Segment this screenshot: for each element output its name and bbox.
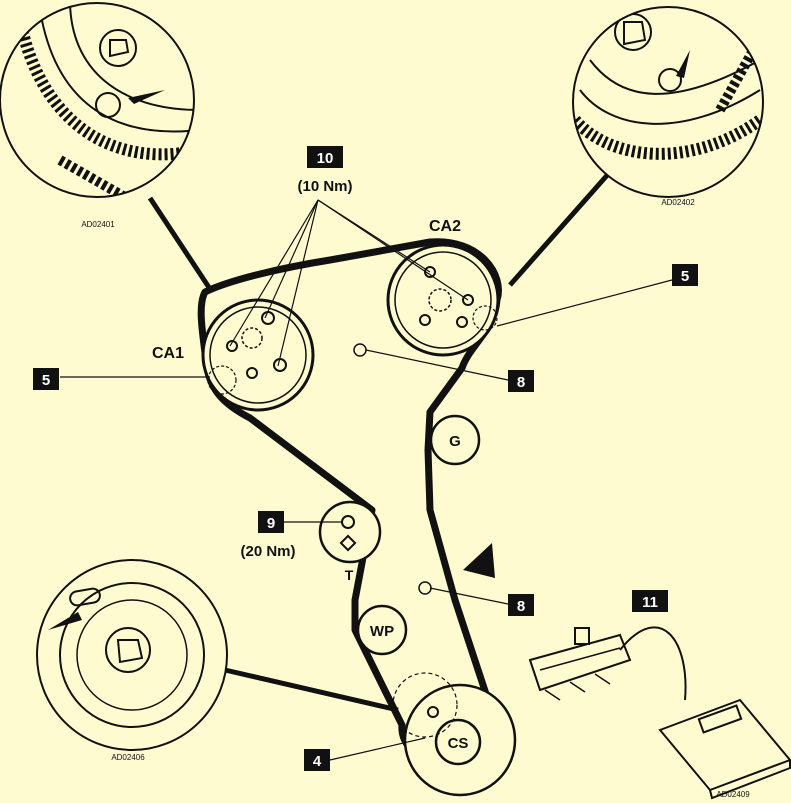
callout-leaders bbox=[60, 199, 673, 761]
callout-9-number: 9 bbox=[267, 515, 275, 532]
wp-pulley bbox=[356, 604, 408, 656]
callout-5-left-number: 5 bbox=[42, 372, 50, 389]
callout-5-left: 5 bbox=[33, 368, 59, 390]
timing-gauge-icon bbox=[528, 626, 791, 800]
g-label: G bbox=[449, 433, 461, 450]
callout-8-upper: 8 bbox=[508, 370, 534, 392]
detail-top-right bbox=[572, 6, 764, 198]
arrow-icon bbox=[48, 612, 82, 630]
warning-triangle-icon bbox=[463, 543, 495, 578]
detail-bottom-left bbox=[36, 559, 228, 751]
cs-pulley bbox=[392, 672, 517, 797]
detail-leader-lines bbox=[147, 170, 612, 713]
t-label: T bbox=[345, 567, 354, 583]
callout-4-number: 4 bbox=[313, 753, 322, 770]
callout-5-right: 5 bbox=[672, 264, 698, 286]
cs-label: CS bbox=[448, 735, 469, 752]
callout-8-lower: 8 bbox=[508, 594, 534, 616]
ca2-label: CA2 bbox=[429, 218, 461, 235]
bolt-mark-upper bbox=[353, 343, 367, 357]
callout-8-lower-number: 8 bbox=[517, 598, 525, 615]
caption-top-right: AD02402 bbox=[661, 198, 695, 207]
caption-bottom-left: AD02406 bbox=[111, 753, 145, 762]
callout-11: 11 bbox=[632, 590, 668, 612]
arrow-icon bbox=[676, 50, 690, 78]
callout-4: 4 bbox=[304, 749, 330, 771]
caption-bottom-right: AD02409 bbox=[716, 790, 750, 799]
caption-top-left: AD02401 bbox=[81, 220, 115, 229]
callout-8-upper-number: 8 bbox=[517, 374, 525, 391]
g-pulley bbox=[429, 414, 481, 466]
ca2-pulley bbox=[386, 243, 500, 357]
callout-5-right-number: 5 bbox=[681, 268, 689, 285]
bolt-mark-lower bbox=[418, 581, 432, 595]
arrow-icon bbox=[128, 90, 165, 104]
t-tensioner bbox=[318, 500, 382, 564]
callout-11-number: 11 bbox=[642, 594, 658, 611]
detail-top-left bbox=[0, 2, 195, 198]
callout-10: 10 (10 Nm) bbox=[297, 146, 353, 195]
ca1-pulley bbox=[201, 298, 315, 412]
callout-9: 9 (20 Nm) bbox=[240, 511, 296, 560]
callout-9-torque: (20 Nm) bbox=[240, 543, 295, 560]
callout-10-torque: (10 Nm) bbox=[297, 178, 352, 195]
callout-10-number: 10 bbox=[317, 150, 334, 167]
ca1-label: CA1 bbox=[152, 345, 184, 362]
wp-label: WP bbox=[370, 623, 394, 640]
